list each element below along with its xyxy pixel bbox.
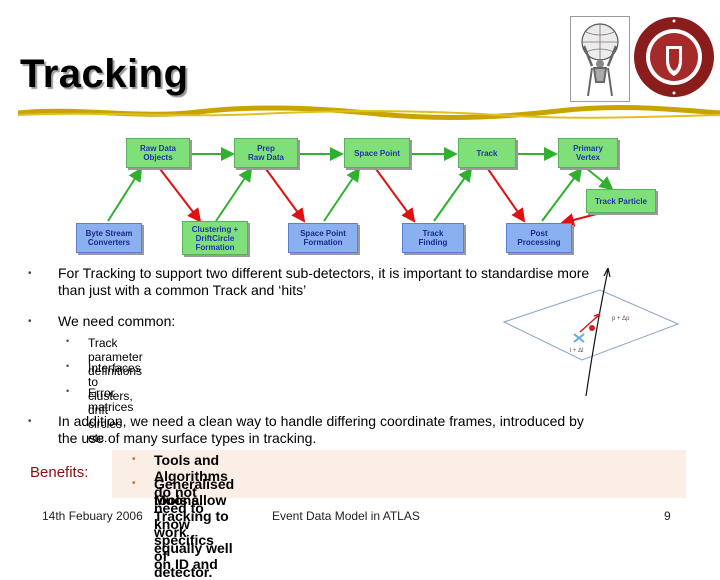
- title-underline: [18, 105, 720, 121]
- university-seal-logo: [634, 17, 714, 97]
- atlas-logo: [570, 16, 630, 102]
- flow-box-prep-raw-data: Prep Raw Data: [234, 138, 298, 168]
- flow-box-space-point: Space Point: [344, 138, 410, 168]
- bullet-dot: •: [28, 316, 32, 327]
- bullet-dot: •: [28, 416, 32, 427]
- flow-box-track-particle: Track Particle: [586, 189, 656, 213]
- arrow: [159, 168, 202, 223]
- arrow: [265, 168, 306, 223]
- flow-box-post-processing: Post Processing: [506, 223, 572, 253]
- sub-bullet-text: Error matrices: [88, 386, 134, 414]
- sub-bullet-text: Interfaces to clusters, drift circles et…: [88, 361, 141, 445]
- page-number: 9: [664, 509, 671, 523]
- flow-box-track-finding: Track Finding: [402, 223, 464, 253]
- footer-date: 14th Febuary 2006: [42, 509, 143, 523]
- bullet-1-line-2: than just with a common Track and ‘hits’: [58, 282, 307, 298]
- footer-title: Event Data Model in ATLAS: [272, 509, 420, 523]
- arrow: [541, 167, 583, 222]
- bullet-dot: •: [132, 454, 136, 465]
- geom-label-top: p + Δp: [612, 316, 630, 322]
- arrow: [323, 167, 361, 222]
- sub-bullet-text: Track parameter definitions: [88, 336, 143, 378]
- flow-arrows: [107, 147, 617, 227]
- benefits-highlight: [112, 450, 686, 498]
- bullet-3-line-1: In addition, we need a clean way to hand…: [58, 413, 584, 429]
- flow-box-clustering-driftcircle: Clustering + DriftCircle Formation: [182, 221, 248, 255]
- flow-box-primary-vertex: Primary Vertex: [558, 138, 618, 168]
- arrow: [433, 167, 473, 222]
- arrow: [107, 167, 143, 222]
- tracking-flow-diagram: Raw Data Objects Prep Raw Data Space Poi…: [76, 135, 688, 255]
- arrow: [375, 168, 416, 223]
- flow-box-byte-stream-converters: Byte Stream Converters: [76, 223, 142, 253]
- flow-box-track: Track: [458, 138, 516, 168]
- bullet-dot: •: [28, 268, 32, 279]
- benefit-text: Muons.: [154, 492, 203, 508]
- arrow: [215, 167, 253, 222]
- bullet-2-text: We need common:: [58, 313, 176, 329]
- slide-title: Tracking: [20, 52, 189, 96]
- arrow: [585, 167, 614, 191]
- bullet-1-line-1: For Tracking to support two different su…: [58, 265, 590, 281]
- surface-geometry-sketch: p + Δp l + Δl: [502, 268, 680, 397]
- geom-label-bottom: l + Δl: [570, 348, 584, 354]
- bullet-dot: •: [66, 336, 70, 346]
- flow-box-raw-data-objects: Raw Data Objects: [126, 138, 190, 168]
- benefit-text: Generalised tools allow Tracking to work…: [154, 476, 235, 572]
- flow-box-space-point-formation: Space Point Formation: [288, 223, 358, 253]
- bullet-3-line-2: the use of many surface types in trackin…: [58, 430, 317, 446]
- bullet-dot: •: [66, 361, 70, 371]
- benefits-label: Benefits:: [30, 464, 89, 481]
- bullet-dot: •: [132, 478, 136, 489]
- bullet-dot: •: [66, 386, 70, 396]
- arrow: [487, 168, 526, 223]
